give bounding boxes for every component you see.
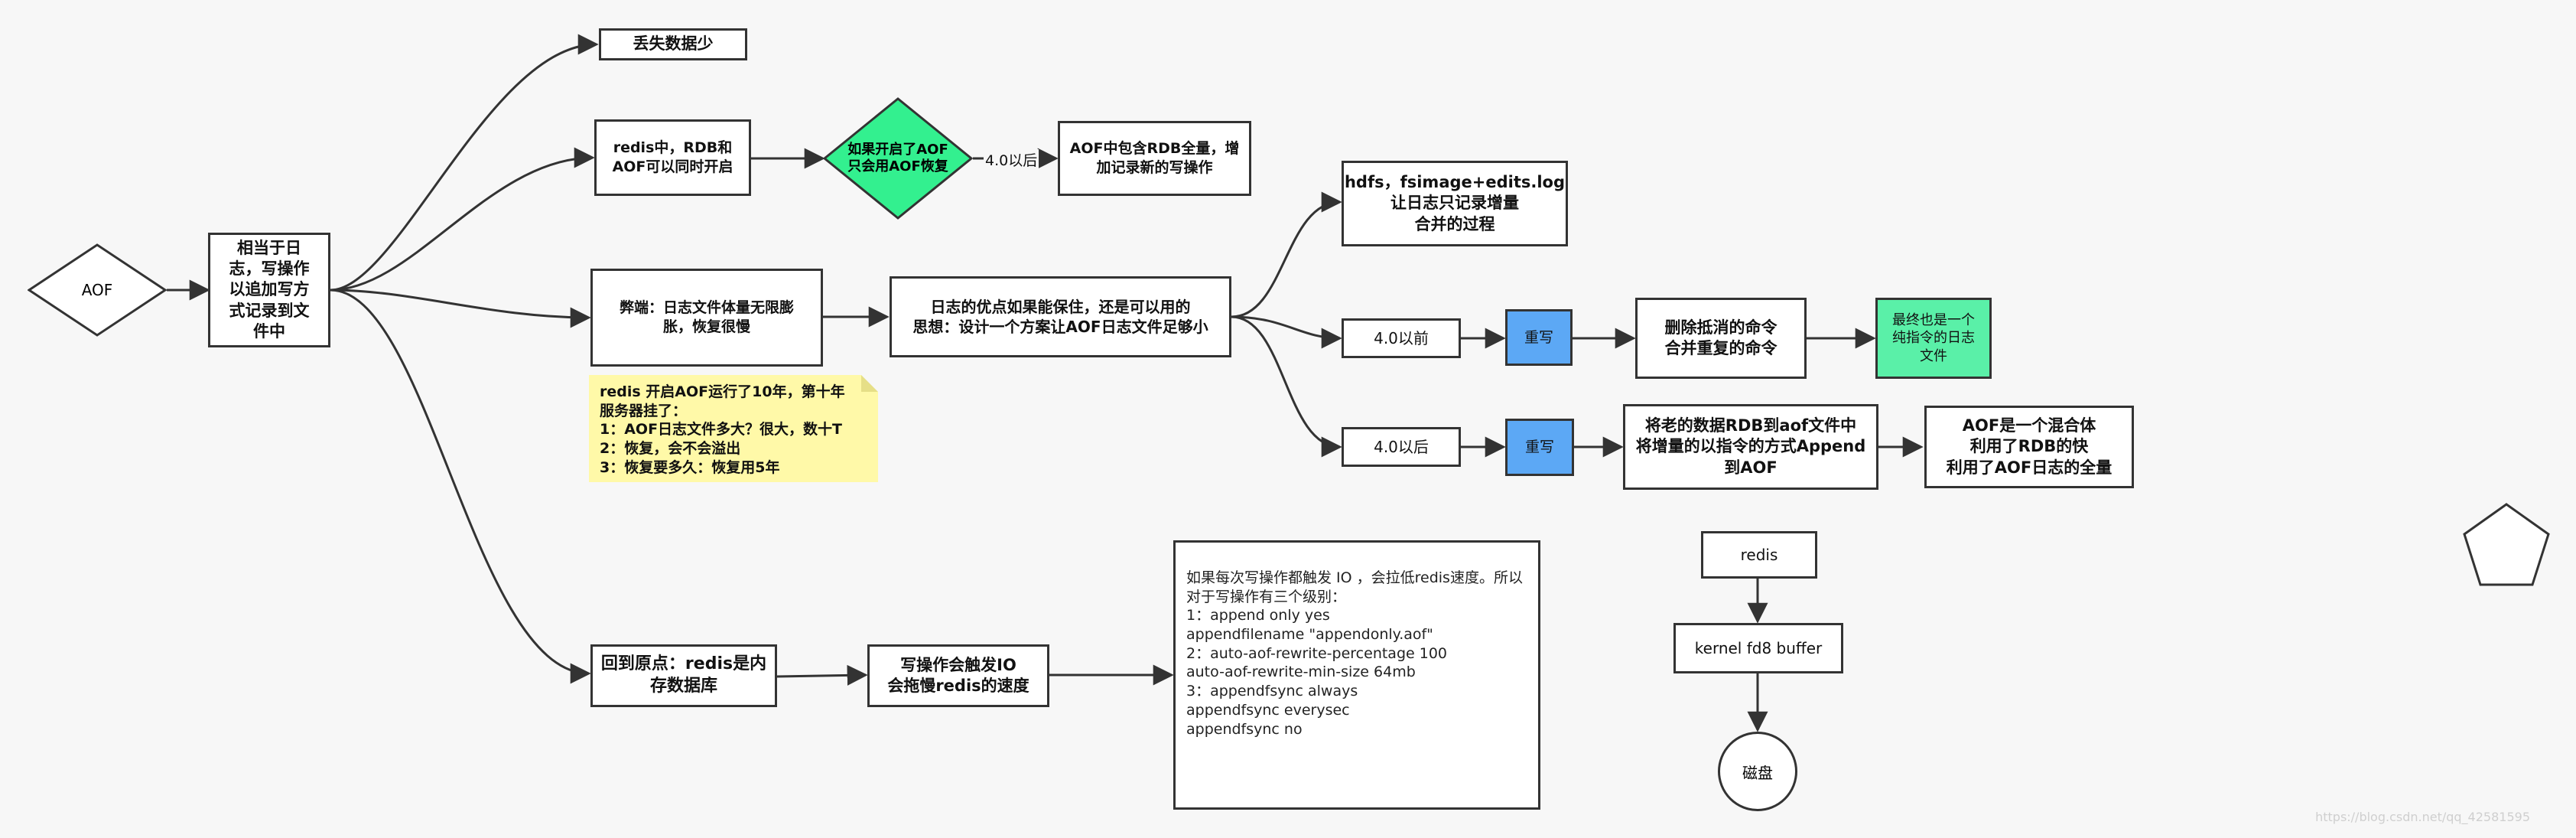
config-line-7: 2：auto-aof-rewrite-percentage 100 (1186, 644, 1448, 662)
rdb-to-aof-box[interactable]: 将老的数据RDB到aof文件中 将增量的以指令的方式Append 到AOF (1623, 404, 1878, 490)
scenario-note: redis 开启AOF运行了10年，第十年 服务器挂了： 1：AOF日志文件多大… (589, 375, 878, 482)
config-line-4: 1：append only yes (1186, 607, 1330, 624)
note-fold-corner (861, 375, 878, 392)
aof-only-decision-label: 如果开启了AOF 只会用AOF恢复 (847, 141, 948, 175)
pentagon-shape[interactable] (2461, 502, 2552, 588)
config-line-11: appendfsync everysec (1186, 701, 1350, 719)
config-line-8: auto-aof-rewrite-min-size 64mb (1186, 664, 1416, 681)
disk-circle[interactable]: 磁盘 (1718, 732, 1797, 811)
aof-diamond[interactable]: AOF (28, 243, 167, 337)
edge-advantage-to-hdfs (1231, 191, 1342, 318)
rdb-aof-both-box[interactable]: redis中，RDB和 AOF可以同时开启 (594, 119, 751, 196)
note-line-3: 1：AOF日志文件多大？很大，数十T (600, 421, 843, 439)
note-line-4: 2：恢复，会不会溢出 (600, 440, 741, 458)
note-line-1: redis 开启AOF运行了10年，第十年 (600, 383, 845, 400)
aof-only-decision-diamond[interactable]: 如果开启了AOF 只会用AOF恢复 (823, 97, 973, 220)
config-line-2: 对于写操作有三个级别： (1186, 588, 1347, 605)
watermark-text: https://blog.csdn.net/qq_42581595 (2315, 810, 2530, 824)
edge-origin-to-writeio (776, 664, 868, 686)
edge-advantage-to-before40 (1231, 315, 1342, 349)
edge-label-after40: 4.0以后 (984, 149, 1039, 170)
edge-log-to-origin (330, 289, 591, 684)
write-io-box[interactable]: 写操作会触发IO 会拖慢redis的速度 (867, 644, 1049, 707)
aof-label: AOF (81, 280, 113, 299)
config-line-12: appendfsync no (1186, 720, 1303, 738)
pure-cmd-box[interactable]: 最终也是一个 纯指令的日志 文件 (1875, 298, 1992, 379)
log-advantage-box[interactable]: 日志的优点如果能保住，还是可以用的 思想：设计一个方案让AOF日志文件足够小 (890, 276, 1231, 357)
drawback-box[interactable]: 弊端：日志文件体量无限膨 胀，恢复很慢 (590, 269, 823, 367)
note-line-5: 3：恢复要多久：恢复用5年 (600, 458, 780, 476)
note-line-2: 服务器挂了： (600, 402, 688, 419)
rewrite-box-2[interactable]: 重写 (1505, 419, 1574, 476)
aof-contains-rdb-box[interactable]: AOF中包含RDB全量，增 加记录新的写操作 (1058, 121, 1251, 196)
after40-box[interactable]: 4.0以后 (1342, 427, 1461, 467)
before40-box[interactable]: 4.0以前 (1342, 318, 1461, 358)
hybrid-box[interactable]: AOF是一个混合体 利用了RDB的快 利用了AOF日志的全量 (1924, 406, 2134, 488)
redis-box[interactable]: redis (1701, 531, 1817, 579)
edge-log-to-lose-less (330, 34, 599, 292)
hdfs-box[interactable]: hdfs，fsimage+edits.log 让日志只记录增量 合并的过程 (1342, 161, 1568, 246)
edge-log-to-drawback (330, 289, 591, 328)
relative-log-box[interactable]: 相当于日 志，写操作 以追加写方 式记录到文 件中 (208, 233, 330, 347)
kernel-buffer-box[interactable]: kernel fd8 buffer (1673, 623, 1843, 673)
edge-log-to-both (330, 147, 595, 292)
delete-merge-box[interactable]: 删除抵消的命令 合并重复的命令 (1635, 298, 1807, 379)
write-levels-config-box[interactable]: 如果每次写操作都触发 IO ，会拉低redis速度。所以 对于写操作有三个级别：… (1173, 540, 1540, 810)
edge-advantage-to-after40 (1231, 315, 1342, 458)
config-line-5: appendfilename "appendonly.aof" (1186, 626, 1433, 644)
config-line-10: 3：appendfsync always (1186, 683, 1358, 700)
config-line-1: 如果每次写操作都触发 IO ，会拉低redis速度。所以 (1186, 569, 1523, 586)
back-origin-box[interactable]: 回到原点：redis是内 存数据库 (590, 644, 777, 707)
rewrite-box-1[interactable]: 重写 (1505, 309, 1573, 366)
lose-less-box[interactable]: 丢失数据少 (599, 28, 747, 60)
